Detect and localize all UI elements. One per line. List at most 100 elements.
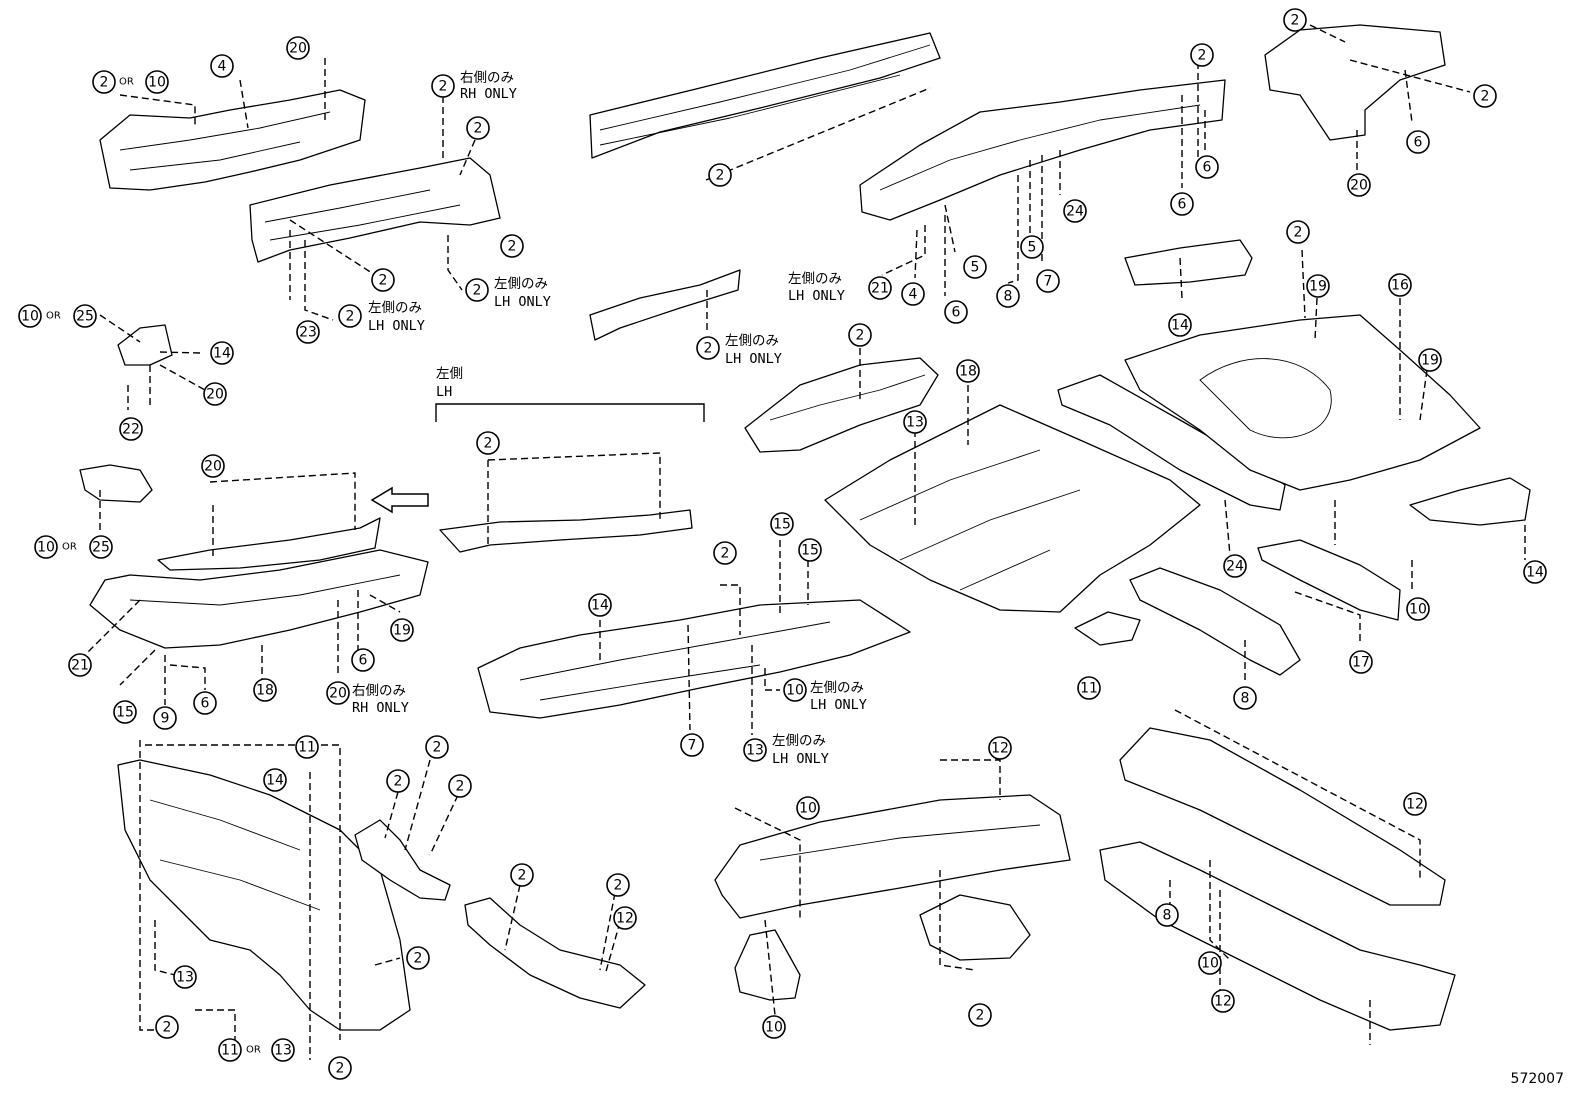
note-lh-only-4: LH ONLY (788, 288, 845, 304)
callout-circle (351, 648, 375, 672)
leader-lines (84, 24, 1526, 1060)
callout-label: 11 (221, 1043, 239, 1059)
part-callout-18: 18 (253, 678, 277, 702)
callout-circle (1155, 903, 1179, 927)
rear-floor-pan (1124, 314, 1481, 491)
callout-label: 8 (1163, 908, 1172, 924)
callout-circle (210, 54, 234, 78)
callout-label: 5 (1028, 240, 1037, 256)
callout-label: 2 (856, 328, 865, 344)
callout-circle (425, 735, 449, 759)
callout-label: 6 (952, 305, 961, 321)
callout-label: 12 (991, 741, 1009, 757)
callout-label: 2 (716, 168, 725, 184)
callout-circle (210, 341, 234, 365)
note-lh-only-jp-2: 左側のみ (368, 300, 422, 316)
callout-circle (193, 691, 217, 715)
callout-circle (218, 1038, 242, 1062)
callout-circle (113, 700, 137, 724)
callout-circle (848, 323, 872, 347)
callout-label: 15 (116, 705, 134, 721)
callout-circle (406, 946, 430, 970)
callout-circle (1063, 199, 1087, 223)
front-apron-rh-upper (99, 89, 366, 191)
part-callout-13: 13 (903, 410, 927, 434)
part-callout-2: 2 (465, 278, 489, 302)
callout-label: 11 (1080, 681, 1098, 697)
callout-label: 8 (1241, 691, 1250, 707)
part-callout-2: 2 (431, 74, 455, 98)
part-callout-7: 7 (680, 733, 704, 757)
floor-bracket-small (1074, 611, 1141, 646)
part-callout-15: 15 (798, 538, 822, 562)
part-callout-13: 13 (271, 1038, 295, 1062)
callout-circle (1286, 220, 1310, 244)
callout-label: 6 (1203, 160, 1212, 176)
callout-label: 6 (201, 696, 210, 712)
rear-floor-crossmember (714, 794, 1071, 919)
part-callout-2: 2 (1473, 84, 1497, 108)
callout-label: 19 (1421, 353, 1439, 369)
figure-id: 572007 (1510, 1071, 1564, 1087)
callout-label: 4 (218, 59, 227, 75)
callout-label: 20 (206, 387, 224, 403)
callout-circle (963, 255, 987, 279)
callout-circle (201, 454, 225, 478)
callout-label: 4 (909, 287, 918, 303)
callout-label: 10 (1201, 956, 1219, 972)
callout-label: 22 (122, 422, 140, 438)
callout-circle (1283, 8, 1307, 32)
callout-circle (1406, 597, 1430, 621)
front-side-member-rh (249, 157, 501, 263)
rocker-panel-inner-lh (1409, 477, 1531, 526)
callout-label: 23 (299, 325, 317, 341)
part-callout-6: 6 (944, 300, 968, 324)
rear-floor-member-upper (1119, 727, 1446, 906)
callout-circle (153, 706, 177, 730)
callout-circle (901, 282, 925, 306)
callout-circle (89, 535, 113, 559)
callout-circle (1418, 348, 1442, 372)
callout-circle (328, 1056, 352, 1080)
callout-label: 2 (1198, 48, 1207, 64)
note-lh-only-6: LH ONLY (772, 751, 829, 767)
part-callout-12: 12 (613, 906, 637, 930)
part-callout-6: 6 (193, 691, 217, 715)
part-callout-2: 2 (155, 1015, 179, 1039)
callout-label: 11 (298, 740, 316, 756)
callout-label: 7 (1044, 274, 1053, 290)
callout-circle (613, 906, 637, 930)
callout-label: 18 (256, 683, 274, 699)
callout-label: 6 (359, 653, 368, 669)
part-callout-10: 10 (762, 1015, 786, 1039)
or-label-4: OR (246, 1045, 261, 1056)
callout-label: 2 (474, 121, 483, 137)
callout-circle (390, 618, 414, 642)
part-callout-16: 16 (1388, 273, 1412, 297)
callout-label: 2 (704, 341, 713, 357)
part-callout-25: 25 (73, 304, 97, 328)
callout-label: 2 (346, 309, 355, 325)
callout-circle (743, 738, 767, 762)
note-rh-only-1: RH ONLY (460, 86, 517, 102)
part-callout-2: 2 (328, 1056, 352, 1080)
callout-label: 2 (1291, 13, 1300, 29)
callout-label: 2 (484, 436, 493, 452)
callout-label: 21 (871, 281, 889, 297)
callout-circle (996, 284, 1020, 308)
part-callout-6: 6 (1406, 130, 1430, 154)
part-callout-2: 2 (696, 336, 720, 360)
callout-circle (119, 417, 143, 441)
rocker-reinforcement-lh (439, 509, 693, 553)
callout-circle (253, 678, 277, 702)
part-callout-2: 2 (1286, 220, 1310, 244)
part-callout-12: 12 (1211, 989, 1235, 1013)
callout-circle (680, 733, 704, 757)
callout-label: 13 (906, 415, 924, 431)
or-label-2: OR (46, 311, 61, 322)
or-labels: OR OR OR OR (46, 77, 261, 1056)
callout-label: 2 (508, 239, 517, 255)
callout-circle (34, 535, 58, 559)
callout-circle (1198, 951, 1222, 975)
callout-label: 12 (1214, 994, 1232, 1010)
